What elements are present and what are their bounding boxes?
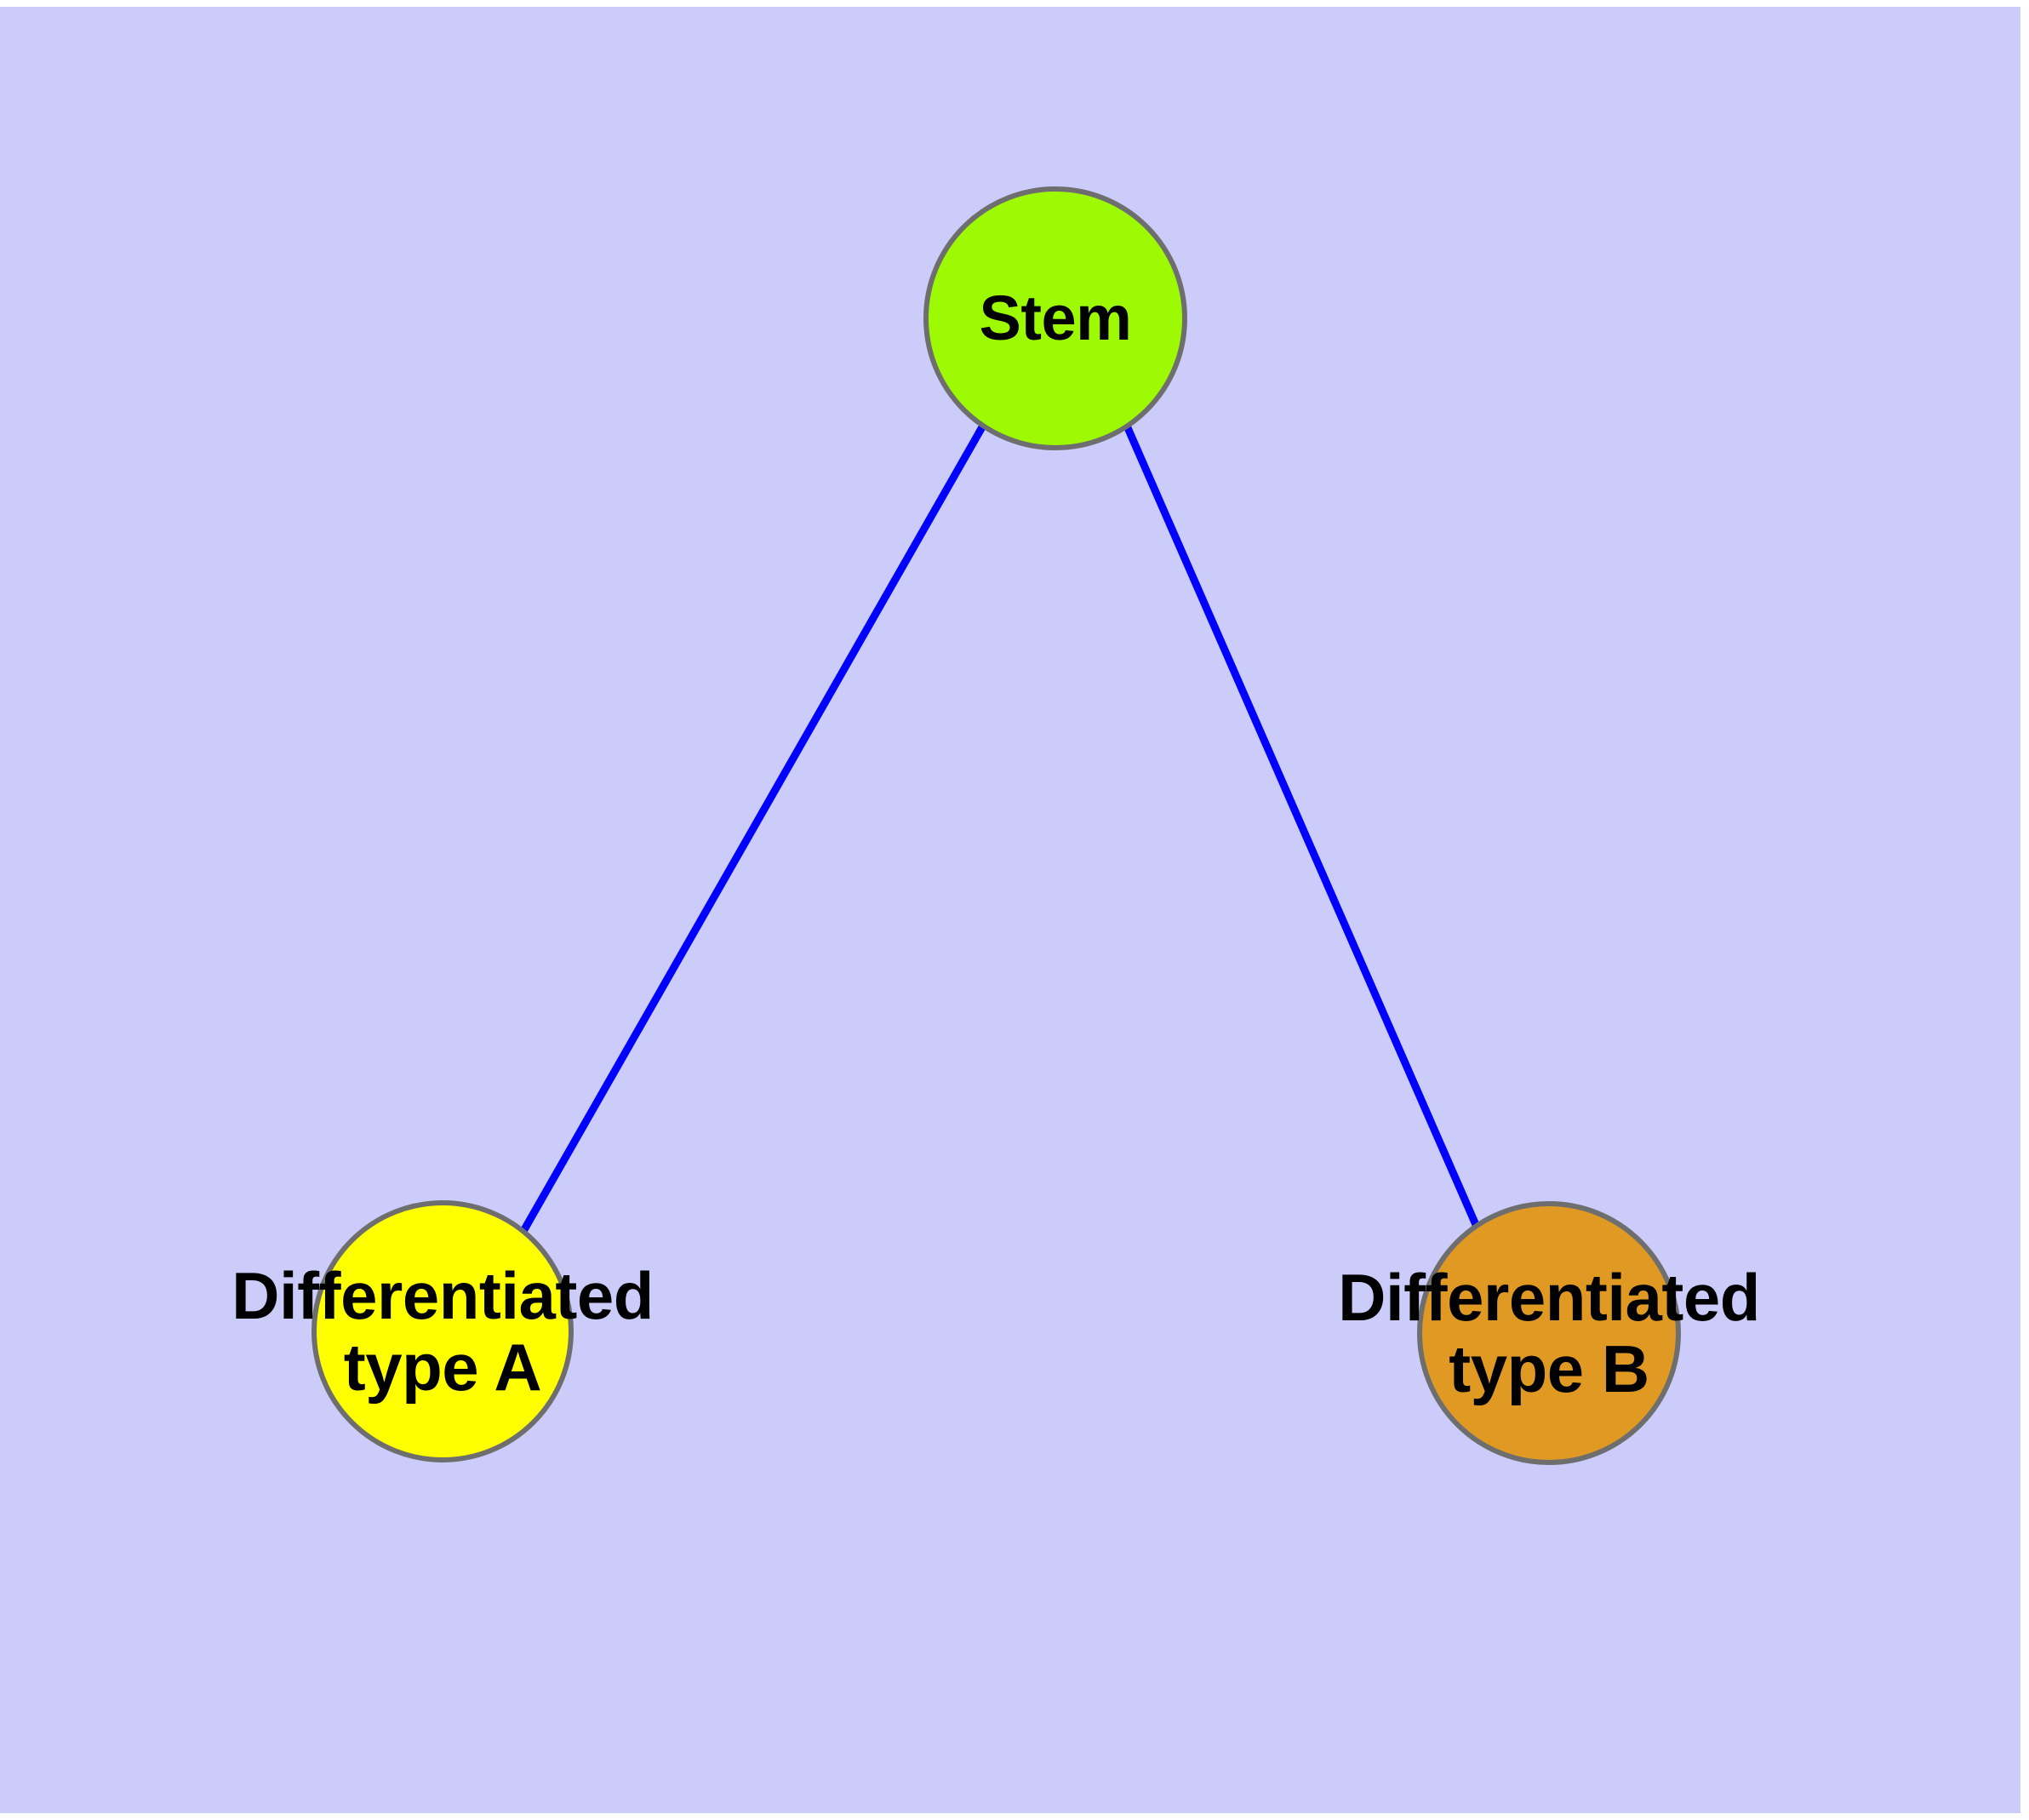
node-differentiated-type-b[interactable]	[1417, 1201, 1681, 1465]
edge-stem-to-differentiated-type-b[interactable]	[1122, 422, 1481, 1228]
node-stem[interactable]	[923, 186, 1187, 450]
edge-stem-to-differentiated-type-a[interactable]	[519, 423, 986, 1235]
node-layer	[311, 186, 1681, 1465]
node-differentiated-type-a[interactable]	[311, 1200, 574, 1462]
edge-layer	[519, 422, 1481, 1235]
